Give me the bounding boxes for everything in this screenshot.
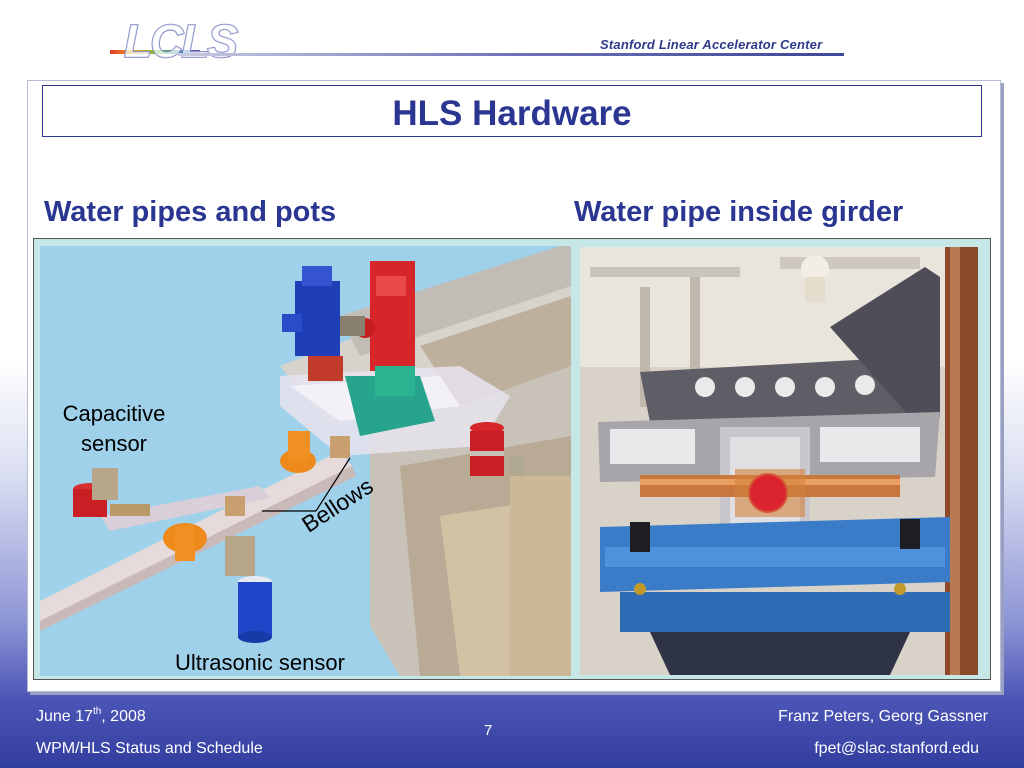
slide-header: LCLS LCLS Stanford Linear Accelerator Ce… — [0, 0, 1024, 80]
title-box: HLS Hardware — [42, 85, 982, 137]
date-prefix: June 17 — [36, 708, 93, 725]
water-pipes-rendering — [40, 246, 571, 676]
logo-lettering: LCLS — [124, 15, 238, 67]
footer-email: fpet@slac.stanford.edu — [814, 740, 979, 757]
callout-ultrasonic-sensor: Ultrasonic sensor — [175, 650, 345, 675]
date-superscript: th — [92, 706, 102, 717]
footer-date: June 17th, 2008 — [36, 706, 146, 726]
date-suffix: , 2008 — [101, 708, 146, 725]
footer-authors: Franz Peters, Georg Gassner — [778, 708, 988, 725]
lcls-logo: LCLS LCLS — [110, 14, 241, 68]
right-heading: Water pipe inside girder — [574, 196, 904, 228]
page-number: 7 — [484, 722, 493, 739]
slide-title: HLS Hardware — [392, 94, 632, 133]
organization-name: Stanford Linear Accelerator Center — [600, 37, 823, 52]
left-heading: Water pipes and pots — [44, 196, 337, 228]
girder-photo — [580, 247, 978, 675]
footer-presentation-title: WPM/HLS Status and Schedule — [36, 740, 263, 757]
callout-capacitive-sensor: Capacitive sensor — [62, 401, 166, 456]
svg-text:LCLS: LCLS — [124, 15, 238, 67]
header-rule — [178, 53, 844, 56]
